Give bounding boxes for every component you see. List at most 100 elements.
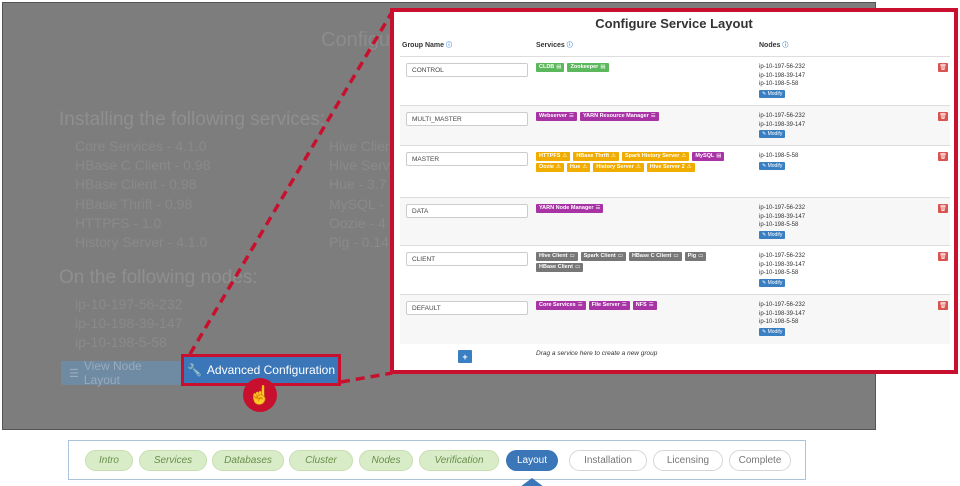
service-badge[interactable]: MySQL▤ xyxy=(692,152,725,161)
info-icon[interactable]: ⓘ xyxy=(782,43,789,49)
edit-icon: ✎ xyxy=(762,279,768,286)
service-badge[interactable]: YARN Node Manager☰ xyxy=(536,204,604,213)
node-hostname: ip-10-198-39-147 xyxy=(759,213,806,220)
advanced-configuration-button[interactable]: 🔧 Advanced Configuration xyxy=(181,354,341,386)
service-badge[interactable]: Spark History Server⚠ xyxy=(621,152,690,161)
service-badge[interactable]: Zookeeper▤ xyxy=(567,63,609,72)
service-type-icon: ☰ xyxy=(595,205,601,211)
group-name-input[interactable] xyxy=(406,204,528,218)
service-type-icon: ⚠ xyxy=(635,164,641,170)
nodes-header: Nodes ⓘ xyxy=(759,40,788,49)
group-name-header-label: Group Name xyxy=(402,42,445,49)
delete-group-button[interactable]: 🗑 xyxy=(938,63,948,72)
wizard-step-nodes[interactable]: Nodes xyxy=(359,450,413,471)
node-hostname: ip-10-198-39-147 xyxy=(759,310,806,317)
service-list-item: HBase C Client - 0.98 xyxy=(75,157,211,174)
service-badge[interactable]: HBase Client▭ xyxy=(536,263,584,272)
edit-icon: ✎ xyxy=(762,131,768,137)
edit-icon: ✎ xyxy=(762,231,768,238)
wizard-step-complete[interactable]: Complete xyxy=(729,450,791,471)
service-badge-label: HBase Client xyxy=(539,264,573,270)
service-type-icon: ☰ xyxy=(577,302,583,308)
modify-nodes-button[interactable]: ✎ Modify xyxy=(759,89,786,98)
services-drop-zone[interactable]: Hive Client▭Spark Client▭HBase C Client▭… xyxy=(536,252,746,272)
service-badge[interactable]: Hive Client▭ xyxy=(536,252,578,261)
service-badge[interactable]: HTTPFS⚠ xyxy=(536,152,571,161)
service-list-item: Hive Clien xyxy=(329,138,393,154)
services-drop-zone[interactable]: HTTPFS⚠HBase Thrift⚠Spark History Server… xyxy=(536,152,746,172)
modify-label: Modify xyxy=(767,231,783,238)
services-drop-zone[interactable]: Webserver☰YARN Resource Manager☰ xyxy=(536,112,746,121)
group-name-input[interactable] xyxy=(406,112,528,126)
services-drop-zone[interactable]: Core Services☰File Server☰NFS☰ xyxy=(536,301,746,310)
node-hostname: ip-10-198-5-58 xyxy=(759,153,799,159)
info-icon[interactable]: ⓘ xyxy=(445,43,452,49)
delete-group-button[interactable]: 🗑 xyxy=(938,252,948,261)
delete-group-button[interactable]: 🗑 xyxy=(938,112,948,121)
wizard-step-layout[interactable]: Layout xyxy=(506,450,558,471)
service-badge[interactable]: File Server☰ xyxy=(588,301,630,310)
service-badge[interactable]: Spark Client▭ xyxy=(580,252,626,261)
service-badge[interactable]: HBase C Client▭ xyxy=(628,252,682,261)
service-badge[interactable]: Hive Server 2⚠ xyxy=(646,163,695,172)
pointer-hand-icon: ☝ xyxy=(243,378,277,412)
service-badge[interactable]: Hue⚠ xyxy=(566,163,591,172)
view-node-layout-label: View Node Layout xyxy=(83,359,142,387)
modify-nodes-button[interactable]: ✎ Modify xyxy=(759,130,786,138)
active-step-pointer xyxy=(520,478,544,486)
wizard-step-licensing[interactable]: Licensing xyxy=(653,450,723,471)
service-badge-label: YARN Node Manager xyxy=(539,205,594,211)
service-badge[interactable]: Core Services☰ xyxy=(536,301,586,310)
service-badge-label: Spark History Server xyxy=(624,153,680,159)
service-type-icon: ▭ xyxy=(673,253,679,259)
info-icon[interactable]: ⓘ xyxy=(566,43,573,49)
service-list-item: Hue - 3.7 xyxy=(329,176,387,193)
service-badge[interactable]: CLDB▤ xyxy=(536,63,565,72)
delete-group-button[interactable]: 🗑 xyxy=(938,301,948,310)
wizard-step-verification[interactable]: Verification xyxy=(419,450,499,471)
service-badge-label: HTTPFS xyxy=(539,153,561,159)
wizard-step-cluster[interactable]: Cluster xyxy=(289,450,353,471)
service-list-item: MySQL - xyxy=(329,195,384,212)
node-hostname: ip-10-197-56-232 xyxy=(759,302,806,308)
group-row: Core Services☰File Server☰NFS☰ ip-10-197-… xyxy=(400,294,950,344)
wizard-step-services[interactable]: Services xyxy=(139,450,207,471)
service-type-icon: ▭ xyxy=(569,253,575,259)
service-badge[interactable]: HBase Thrift⚠ xyxy=(573,152,619,161)
delete-group-button[interactable]: 🗑 xyxy=(938,152,948,161)
service-badge[interactable]: YARN Resource Manager☰ xyxy=(579,112,659,121)
modify-nodes-button[interactable]: ✎ Modify xyxy=(759,278,786,287)
node-list-item: ip-10-198-5-58 xyxy=(75,334,167,351)
wizard-step-databases[interactable]: Databases xyxy=(212,450,284,471)
service-badge[interactable]: Oozie⚠ xyxy=(536,163,564,172)
wrench-icon: 🔧 xyxy=(186,363,202,377)
installing-heading: Installing the following services: xyxy=(59,109,326,130)
wizard-step-intro[interactable]: Intro xyxy=(85,450,133,471)
service-badge[interactable]: NFS☰ xyxy=(632,301,657,310)
services-drop-zone[interactable]: YARN Node Manager☰ xyxy=(536,204,746,213)
node-hostname: ip-10-198-5-58 xyxy=(759,222,799,228)
service-badge[interactable]: Webserver☰ xyxy=(536,112,577,121)
add-group-button[interactable]: + xyxy=(458,350,472,363)
modify-nodes-button[interactable]: ✎ Modify xyxy=(759,230,786,239)
group-name-input[interactable] xyxy=(406,63,528,77)
view-node-layout-button[interactable]: ☰ View Node Layout xyxy=(61,359,181,387)
services-drop-zone[interactable]: CLDB▤Zookeeper▤ xyxy=(536,63,746,72)
service-badge[interactable]: History Server⚠ xyxy=(593,163,644,172)
delete-group-button[interactable]: 🗑 xyxy=(938,204,948,213)
modify-nodes-button[interactable]: ✎ Modify xyxy=(759,327,786,336)
group-name-input[interactable] xyxy=(406,252,528,266)
service-type-icon: ▭ xyxy=(574,264,581,270)
group-row: Webserver☰YARN Resource Manager☰ ip-10-19… xyxy=(400,105,950,145)
service-badge[interactable]: Pig▭ xyxy=(684,252,707,261)
group-name-input[interactable] xyxy=(406,301,528,315)
group-name-input[interactable] xyxy=(406,152,528,166)
service-type-icon: ⚠ xyxy=(681,153,687,159)
modify-nodes-button[interactable]: ✎ Modify xyxy=(759,161,786,170)
wizard-step-installation[interactable]: Installation xyxy=(569,450,647,471)
